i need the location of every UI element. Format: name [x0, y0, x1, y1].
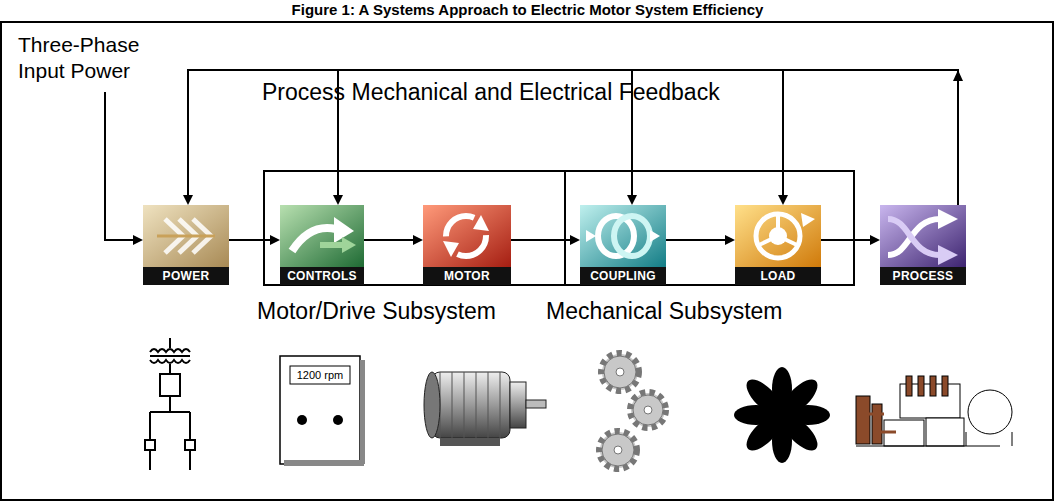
figure-title: Figure 1: A Systems Approach to Electric… [0, 1, 1055, 18]
subsystem-label: Mechanical Subsystem [546, 298, 783, 325]
process-icon: PROCESS [880, 205, 966, 285]
display-readout: 1200 rpm [290, 367, 350, 383]
transformer-symbol [145, 338, 195, 470]
gears-illustration [600, 354, 665, 468]
plant-illustration [856, 376, 1012, 446]
fan-illustration [734, 367, 830, 463]
drive-illustration [280, 356, 365, 466]
flow-connector [364, 235, 423, 245]
load-icon: LOAD [735, 205, 821, 285]
icon-art [735, 205, 821, 267]
icon-art [423, 205, 511, 267]
icon-label: CONTROLS [280, 267, 364, 285]
icon-label: POWER [143, 267, 229, 285]
input-label: Three-Phase Input Power [18, 32, 168, 84]
motor-icon: MOTOR [423, 205, 511, 285]
icon-art [880, 205, 966, 267]
icon-label: COUPLING [580, 267, 666, 285]
icon-label: LOAD [735, 267, 821, 285]
feedback-label: Process Mechanical and Electrical Feedba… [262, 79, 720, 106]
flow-connector [511, 235, 580, 245]
icon-art [143, 205, 229, 267]
icon-label: MOTOR [423, 267, 511, 285]
outer-frame [1, 22, 1053, 500]
icon-label: PROCESS [880, 267, 966, 285]
flow-connector [229, 235, 280, 245]
subsystem-box: Mechanical SubsystemCOUPLINGLOAD [564, 170, 855, 286]
icon-art [280, 205, 364, 267]
subsystem-box: Motor/Drive SubsystemCONTROLSMOTOR [263, 170, 566, 286]
arrow-head [133, 235, 143, 245]
flow-connector [666, 235, 735, 245]
controls-icon: CONTROLS [280, 205, 364, 285]
input-power-line [105, 92, 136, 240]
subsystem-label: Motor/Drive Subsystem [257, 298, 496, 325]
icon-art [580, 205, 666, 267]
flow-connector [821, 235, 880, 245]
feedback-connector [778, 70, 958, 205]
power-icon: POWER [143, 205, 229, 285]
motor-illustration [424, 372, 546, 446]
coupling-icon: COUPLING [580, 205, 666, 285]
feedback-connector [183, 70, 958, 205]
